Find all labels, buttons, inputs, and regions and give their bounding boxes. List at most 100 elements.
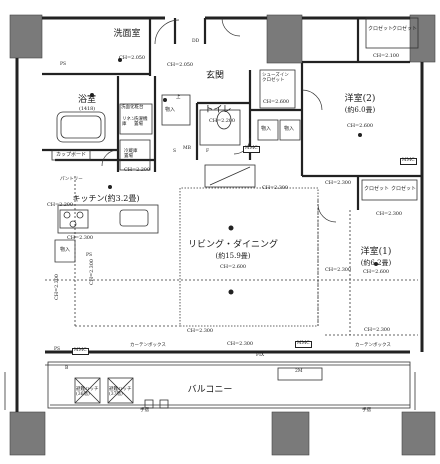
- ceiling-shoes: CH=2.600: [263, 99, 289, 105]
- tag-2m: 2M: [295, 369, 303, 374]
- tag-mmc-3: MMC: [72, 348, 89, 355]
- shoes-closet-box: [259, 69, 296, 109]
- ceiling-living: CH=2.600: [220, 264, 246, 270]
- entry-step-diag: [209, 166, 251, 186]
- tag-ps-top: PS: [60, 62, 67, 67]
- storage-b: [279, 119, 301, 141]
- door-entry: [221, 17, 241, 37]
- hatch-2-x: [107, 377, 134, 404]
- closet-top-right: [365, 17, 419, 49]
- toilet-room-box: [199, 109, 241, 146]
- room-west1: 洋室(1): [360, 247, 392, 257]
- tag-fridge: 冷蔵庫 置場: [124, 149, 138, 159]
- tag-storage-kitchen: 物入: [60, 247, 71, 253]
- column-top-left: [9, 14, 43, 59]
- hall-box: [161, 94, 191, 126]
- door-swings: [101, 17, 337, 223]
- room-west2: 洋室(2): [344, 94, 376, 104]
- door-kitchen: [101, 149, 119, 167]
- tag-s: S: [173, 149, 177, 154]
- ceiling-closet-mid-bottom: CH=2.300: [364, 327, 390, 333]
- light-point: [163, 98, 167, 102]
- tag-washer: 洗濯機 置場: [134, 117, 148, 127]
- room-entrance: 玄関: [205, 71, 225, 81]
- columns: [9, 14, 436, 456]
- door-wash: [154, 19, 180, 45]
- outdoor-unit: [277, 367, 323, 381]
- light-point: [358, 133, 362, 137]
- tag-storage-b: 物入: [284, 126, 295, 132]
- entry-step: [204, 164, 256, 188]
- closet-mid-right: [361, 179, 418, 201]
- tag-up: 上: [176, 95, 181, 100]
- room-bath: 浴室: [77, 95, 97, 105]
- tag-fix: FIX: [256, 353, 265, 358]
- tag-closet-top-b: クロゼット: [392, 26, 418, 32]
- door-west1: [317, 203, 337, 223]
- hatch-2: [107, 377, 134, 404]
- drain-2: [159, 399, 169, 409]
- fixtures: [4, 17, 419, 410]
- tag-pantry: パントリー: [60, 177, 83, 182]
- tag-b: B: [65, 366, 69, 371]
- tag-mb: MB: [183, 146, 191, 151]
- room-west2-size: (約6.0畳): [344, 106, 376, 114]
- ceiling-kitchen: CH=2.200: [124, 167, 150, 173]
- tag-closet-mid-a: クロゼット: [364, 186, 390, 192]
- tag-dd: DD: [192, 39, 200, 44]
- ceiling-hall: CH=2.050: [167, 62, 193, 68]
- room-west1-size: (約6.2畳): [360, 259, 392, 267]
- burner-2: [76, 211, 84, 219]
- burner-3: [69, 220, 77, 228]
- light-point: [108, 185, 112, 189]
- light-point: [228, 289, 234, 295]
- tag-mmc-4: MMC: [295, 341, 312, 348]
- room-toilet: トイレ: [204, 105, 232, 115]
- tag-ps-bottom: PS: [54, 347, 61, 352]
- balcony-box: [47, 361, 411, 409]
- light-point: [228, 225, 234, 231]
- tag-mmc-1: MMC: [243, 146, 260, 153]
- column-top-right: [409, 14, 436, 63]
- tag-curtain-box-right: カーテンボックス: [355, 343, 391, 348]
- kitchen-sink: [119, 209, 149, 227]
- ceiling-wash: CH=2.050: [119, 55, 145, 61]
- room-living-size: (約15.9畳): [215, 252, 251, 260]
- interior-walls: [42, 18, 422, 210]
- column-bottom-right: [401, 411, 436, 456]
- drain-1: [144, 399, 154, 409]
- tag-cupboard: カップボード: [56, 152, 87, 158]
- tag-storage-hall: 物入: [165, 107, 176, 113]
- ceiling-living-pt: CH=2.300: [262, 185, 288, 191]
- ceiling-toilet: CH=2.200: [209, 118, 235, 124]
- bathtub: [56, 111, 106, 143]
- toilet-bowl: [216, 110, 232, 130]
- fridge-area: [119, 139, 151, 171]
- room-balcony: バルコニー: [187, 385, 233, 395]
- tag-ps-kitchen: PS: [86, 253, 93, 258]
- room-bath-size: (1418): [78, 106, 96, 112]
- room-living: リビング・ダイニング: [187, 240, 279, 250]
- tag-handrail-right: 手摺: [362, 408, 371, 413]
- tag-f: F: [206, 149, 210, 154]
- ceiling-kitchen-b: CH=2.200: [47, 202, 73, 208]
- storage-a: [257, 119, 279, 141]
- hatch-1-x: [74, 377, 101, 404]
- tag-closet-mid-b: クロゼット: [391, 186, 417, 192]
- ceiling-closet-top: CH=2.100: [373, 53, 399, 59]
- room-wash: 洗面室: [113, 29, 141, 39]
- washer-area: [119, 103, 153, 135]
- ceiling-left-side: CH=2.300: [54, 274, 60, 300]
- ceiling-west2: CH=2.600: [347, 123, 373, 129]
- tag-mmc-2: MMC: [400, 158, 417, 165]
- tag-handrail-left: 手摺: [140, 408, 149, 413]
- column-top-center: [266, 14, 303, 64]
- bathtub-inner: [60, 115, 102, 139]
- storage-kitchen: [54, 239, 76, 263]
- tag-closet-top-a: クロゼット: [368, 26, 394, 32]
- ceiling-mid: CH=2.300: [325, 180, 351, 186]
- ceiling-bottom-left: CH=2.300: [89, 259, 95, 285]
- column-bottom-center: [271, 411, 310, 456]
- light-point: [118, 58, 122, 62]
